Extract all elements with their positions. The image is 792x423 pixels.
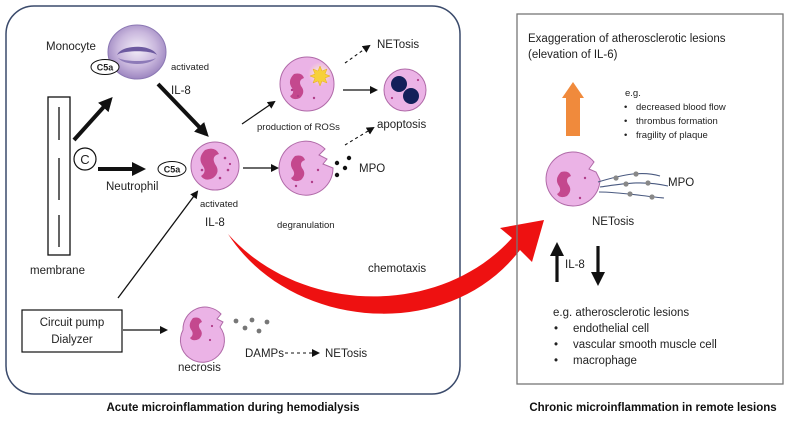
- arrow-to-ros: [241, 100, 276, 125]
- apoptosis-cell-icon: [383, 68, 427, 112]
- monocyte-cell-icon: [107, 24, 167, 80]
- orange-up-arrow-icon: [562, 82, 584, 136]
- left-panel-caption: Acute microinflammation during hemodialy…: [106, 402, 359, 414]
- damps-particles-icon: [233, 317, 270, 334]
- lesion-item-1: endothelial cell: [573, 323, 649, 335]
- lesions-title: e.g. atherosclerotic lesions: [553, 307, 689, 319]
- arrow-circuit-to-neutrophil: [117, 190, 199, 299]
- arrow-dashed-to-netosis-top: [344, 44, 371, 64]
- necrosis-cell-icon: [179, 306, 225, 363]
- damps-label: DAMPs: [245, 348, 284, 360]
- lesion-item-3: macrophage: [573, 355, 637, 367]
- lesion-bullet-3: •: [554, 355, 558, 367]
- eg-item-1: decreased blood flow: [636, 102, 726, 113]
- right-title-line2: (elevation of IL-6): [528, 49, 618, 61]
- c5a-badge-mid: [157, 161, 187, 177]
- left-panel-frame: [5, 5, 461, 395]
- arrow-to-monocyte: [72, 97, 113, 142]
- il8-right-label: IL-8: [565, 259, 585, 271]
- membrane-label: membrane: [30, 265, 85, 277]
- eg-label: e.g.: [625, 88, 641, 99]
- arrow-dashed-degranulation-to-apoptosis: [344, 126, 375, 146]
- mpo-left-label: MPO: [359, 163, 385, 175]
- lesion-bullet-1: •: [554, 323, 558, 335]
- right-panel-frame: [516, 13, 784, 385]
- il8-top-label: IL-8: [171, 85, 191, 97]
- netosis-bottom-label: NETosis: [325, 348, 367, 360]
- eg-bullet-2: •: [624, 116, 627, 127]
- eg-item-2: thrombus formation: [636, 116, 718, 127]
- lesion-item-2: vascular smooth muscle cell: [573, 339, 717, 351]
- chemotaxis-label: chemotaxis: [368, 263, 426, 275]
- complement-c-label: C: [80, 152, 89, 167]
- activated-neutrophil-icon: [190, 141, 240, 191]
- lesion-bullet-2: •: [554, 339, 558, 351]
- mpo-granules-icon: [334, 155, 352, 178]
- membrane-icon: [47, 96, 71, 256]
- degranulation-label: degranulation: [277, 220, 335, 231]
- netosis-right-label: NETosis: [592, 216, 634, 228]
- degranulation-cell-icon: [278, 140, 334, 196]
- circuit-pump-label: Circuit pump: [40, 317, 105, 329]
- netosis-cell-icon: [545, 151, 601, 207]
- dialyzer-label: Dialyzer: [51, 334, 93, 346]
- c5a-mid-label: C5a: [164, 165, 182, 175]
- monocyte-label: Monocyte: [46, 41, 96, 53]
- arrow-monocyte-to-neutrophil: [156, 82, 209, 137]
- chemotaxis-arrow: [228, 220, 544, 314]
- eg-item-3: fragility of plaque: [636, 130, 708, 141]
- right-title-line1: Exaggeration of atherosclerotic lesions: [528, 33, 726, 45]
- complement-c-badge: [73, 147, 97, 171]
- ros-cell-icon: [279, 56, 335, 112]
- activated-top-label: activated: [171, 62, 209, 73]
- necrosis-label: necrosis: [178, 362, 221, 374]
- activated-mid-label: activated: [200, 199, 238, 210]
- c5a-badge-top: [90, 59, 120, 75]
- eg-bullet-1: •: [624, 102, 627, 113]
- eg-bullet-3: •: [624, 130, 627, 141]
- mpo-right-label: MPO: [668, 177, 694, 189]
- right-panel-caption: Chronic microinflammation in remote lesi…: [529, 402, 776, 414]
- neutrophil-label: Neutrophil: [106, 181, 158, 193]
- c5a-top-label: C5a: [97, 63, 115, 73]
- ros-label: production of ROSs: [257, 122, 340, 133]
- circuit-pump-dialyzer-box: [21, 309, 123, 353]
- net-fibers-icon: [597, 171, 669, 200]
- il8-mid-label: IL-8: [205, 217, 225, 229]
- apoptosis-label: apoptosis: [377, 119, 426, 131]
- netosis-top-label: NETosis: [377, 39, 419, 51]
